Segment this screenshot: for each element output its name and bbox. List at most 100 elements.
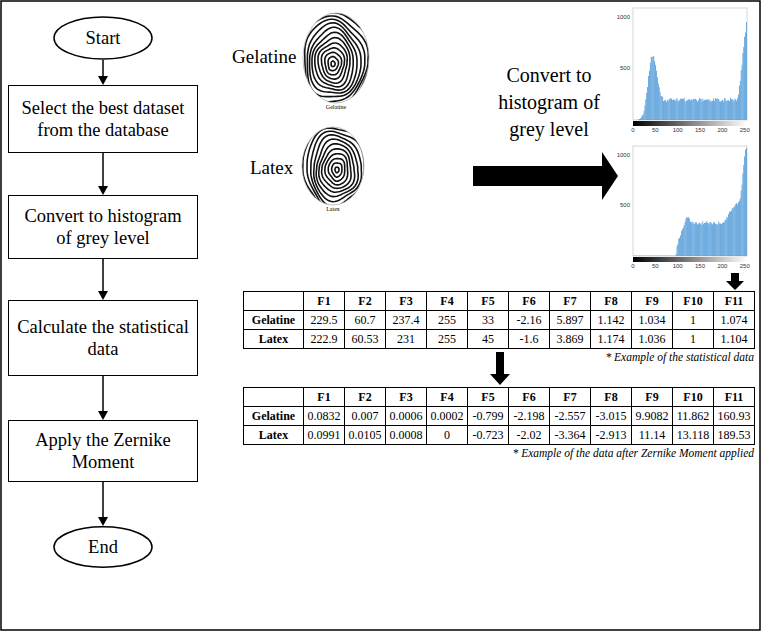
grey-level-bar	[633, 121, 747, 126]
histogram-bar	[696, 223, 698, 256]
ridge	[325, 154, 348, 185]
histogram-bar	[688, 217, 690, 256]
histogram-bar	[726, 217, 728, 256]
ridge	[303, 125, 369, 216]
axis-tick: 200	[712, 263, 732, 270]
histogram-bar	[641, 115, 643, 120]
histogram-bar	[706, 223, 708, 256]
histogram-bar	[649, 255, 651, 256]
column-header: F10	[673, 388, 714, 407]
histogram-bar	[705, 100, 707, 120]
histogram-bar	[661, 255, 663, 256]
histogram-bar	[689, 99, 691, 120]
histogram-bar	[642, 255, 644, 256]
table-caption: * Example of the statistical data	[540, 351, 754, 364]
ridge	[301, 16, 368, 107]
terminator-ellipse: End	[53, 526, 153, 568]
column-header: F6	[509, 292, 550, 311]
histogram-bar	[692, 99, 694, 120]
connector-line	[102, 60, 104, 77]
histogram-bar	[702, 99, 704, 120]
histogram-bar	[666, 100, 668, 120]
connector-line	[102, 376, 104, 412]
node-text: Select the best dataset from the databas…	[15, 97, 191, 141]
connector-line	[102, 153, 104, 187]
histogram-bar	[704, 100, 706, 120]
histogram-bar	[633, 255, 635, 256]
histogram-bar	[648, 255, 650, 256]
histogram-bar	[668, 255, 670, 256]
histogram-bar	[665, 255, 667, 256]
table-cell: 33	[468, 311, 509, 330]
histogram-bar	[706, 100, 708, 120]
data-table: F1F2F3F4F5F6F7F8F9F10F11Gelatine229.560.…	[243, 291, 755, 349]
arrow-label: Convert to histogram of grey level	[486, 62, 612, 143]
table-corner	[244, 388, 304, 407]
axis-tick: 500	[610, 202, 630, 209]
histogram-bar	[636, 119, 638, 120]
axis-tick: 1000	[610, 14, 630, 21]
histogram-bar	[703, 101, 705, 120]
column-header: F4	[427, 292, 468, 311]
histogram-bar	[722, 223, 724, 256]
ridge	[318, 43, 347, 83]
ridge	[315, 38, 350, 87]
histogram-bar	[710, 100, 712, 120]
arrowhead	[98, 76, 108, 85]
axis-tick: 50	[645, 127, 665, 134]
histogram-bar	[647, 255, 649, 256]
arrowhead	[98, 186, 108, 195]
histogram-bar	[725, 101, 727, 120]
process-box: Select the best dataset from the databas…	[8, 85, 198, 153]
table-cell: 160.93	[714, 407, 755, 426]
histogram-bar	[664, 100, 666, 120]
histogram-bar	[662, 97, 664, 120]
axis-tick: 100	[668, 263, 688, 270]
histogram-bar	[638, 119, 640, 121]
histogram-bar	[680, 99, 682, 120]
histogram-bar	[633, 255, 635, 256]
histogram-bar	[655, 65, 657, 120]
table-cell: -2.913	[591, 426, 632, 445]
process-box: Convert to histogram of grey level	[8, 195, 198, 259]
histogram-bar	[695, 99, 697, 120]
table-cell: 1.142	[591, 311, 632, 330]
image-caption: Gelatine	[306, 104, 366, 111]
column-header: F1	[304, 388, 345, 407]
histogram-bar	[669, 255, 671, 256]
column-header: F11	[714, 388, 755, 407]
histogram-bar	[699, 99, 701, 120]
histogram-bar	[721, 101, 723, 120]
histogram-bar	[657, 77, 659, 120]
histogram-bar	[671, 99, 673, 120]
histogram-bar	[683, 98, 685, 120]
column-header: F8	[591, 292, 632, 311]
histogram-bar	[715, 99, 717, 120]
histogram-bar	[690, 99, 692, 120]
ridge	[274, 0, 398, 143]
node-text: Calculate the statistical data	[15, 316, 191, 360]
ridge	[299, 120, 371, 219]
histogram-bar	[731, 208, 733, 256]
table-cell: -0.799	[468, 407, 509, 426]
axis-tick: 1000	[610, 152, 630, 159]
histogram-bar	[636, 255, 638, 256]
table-cell: 45	[468, 330, 509, 349]
data-row: Latex0.09910.01050.00080-0.723-2.02-3.36…	[244, 426, 755, 445]
histogram-bar	[634, 255, 636, 256]
table-cell: -0.723	[468, 426, 509, 445]
axis-tick: 50	[645, 263, 665, 270]
histogram-bar	[699, 224, 701, 256]
ridge	[292, 108, 379, 224]
table-cell: 1.034	[632, 311, 673, 330]
ellipse-shape	[54, 527, 152, 567]
table-cell: 1.174	[591, 330, 632, 349]
terminator-ellipse: Start	[53, 16, 153, 60]
histogram-bar	[658, 255, 660, 256]
histogram-bar	[659, 255, 661, 256]
histogram-bar	[677, 101, 679, 120]
axis-tick: 250	[735, 127, 755, 134]
histogram-bar	[653, 255, 655, 256]
histogram-bar	[663, 101, 665, 120]
